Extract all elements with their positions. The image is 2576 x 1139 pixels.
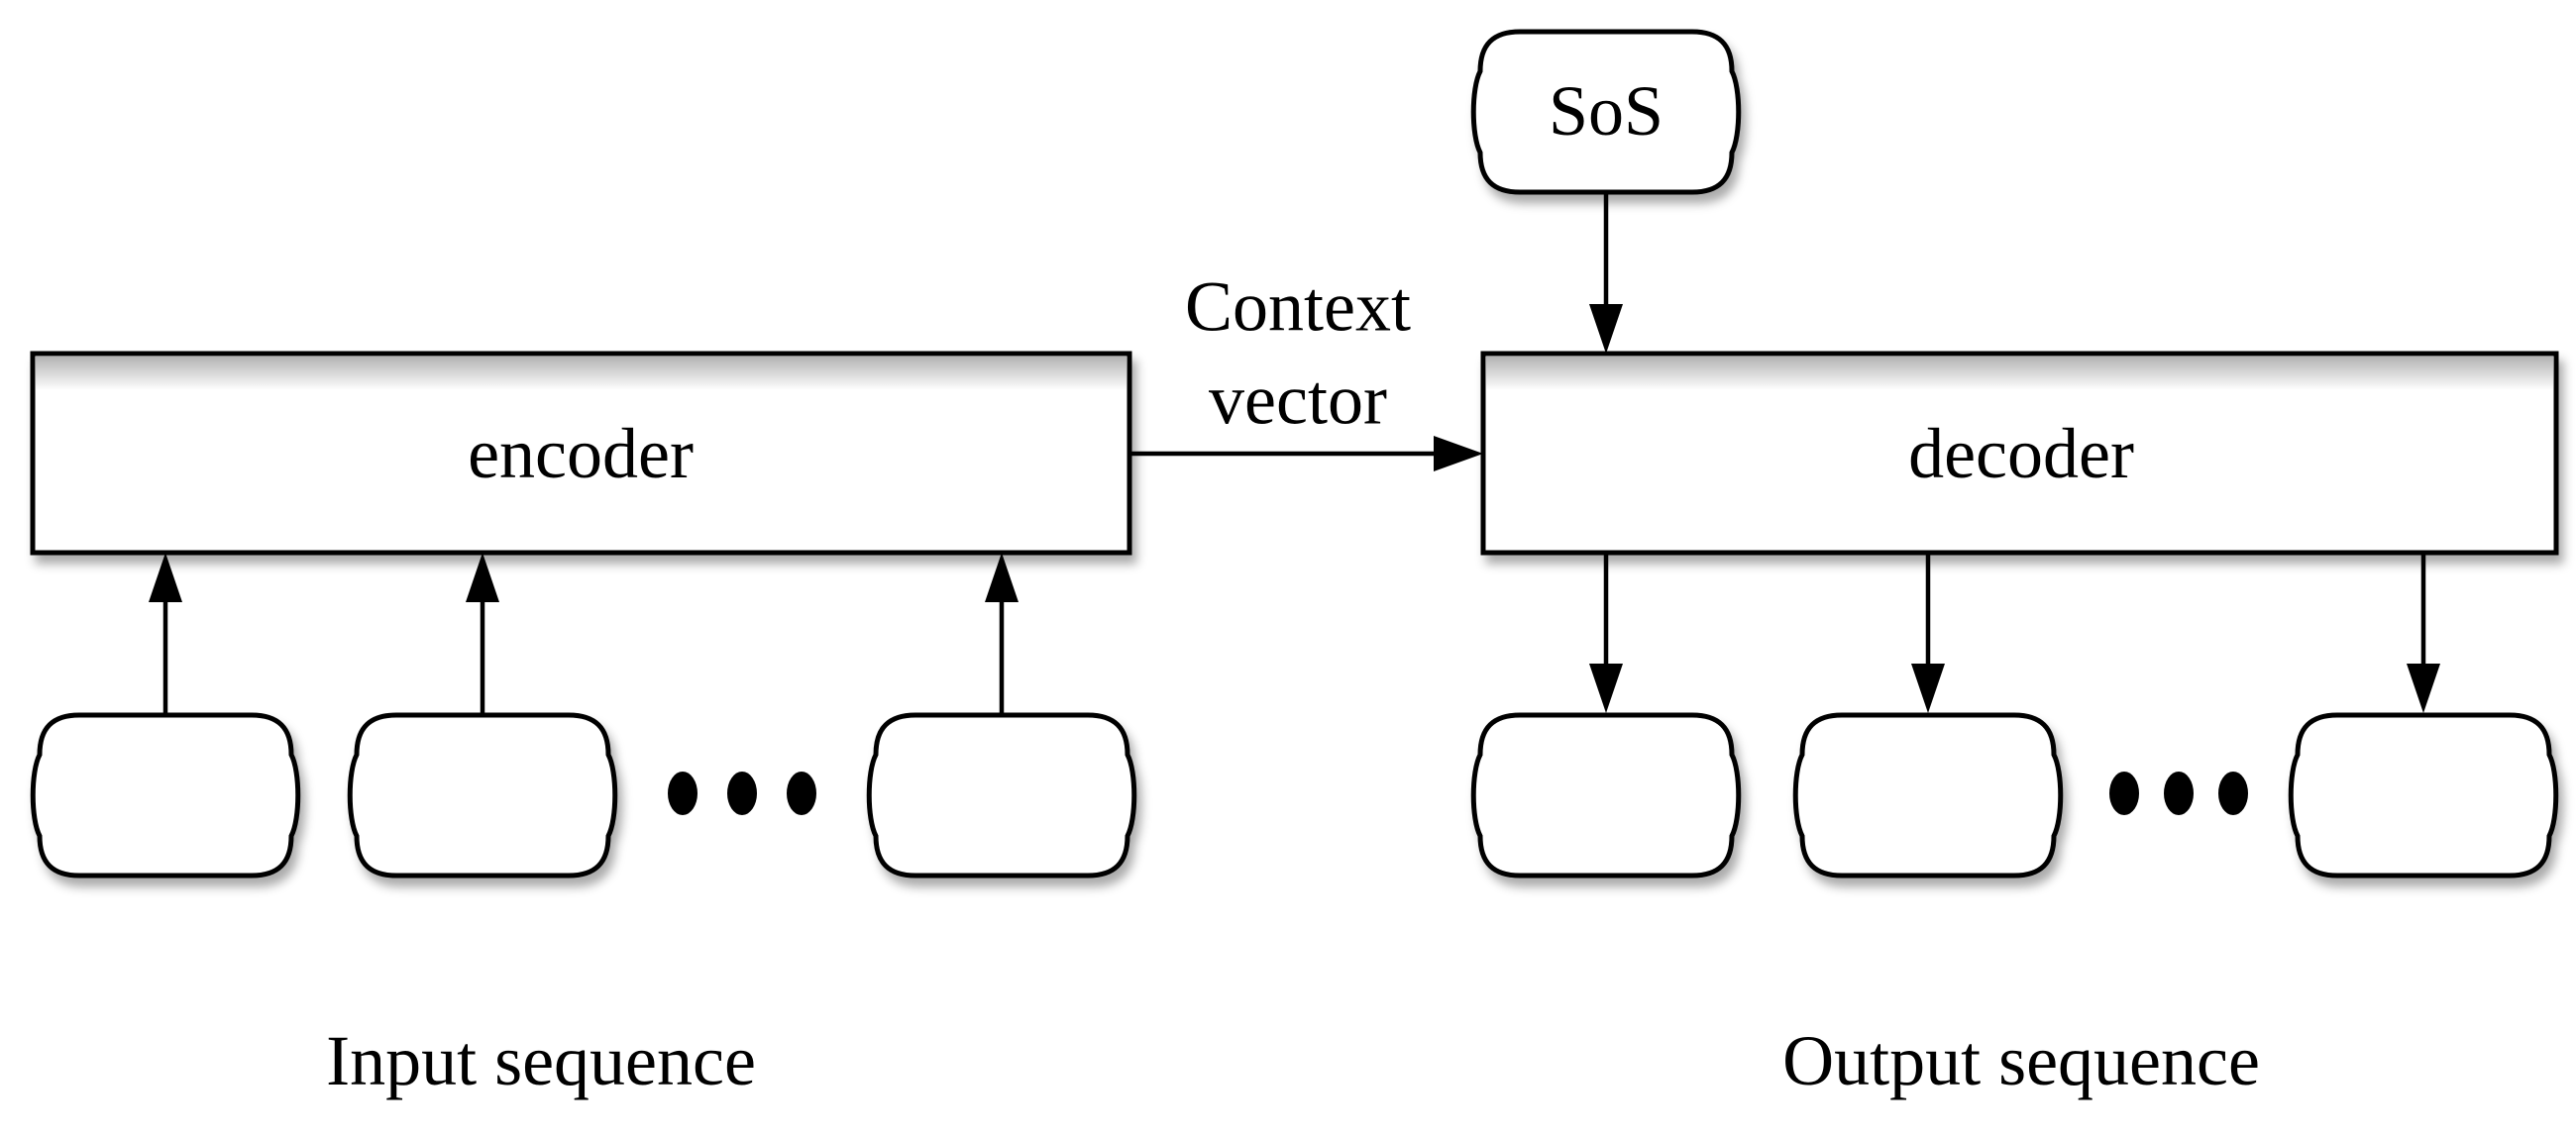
output-arrow-3 <box>2407 553 2440 713</box>
input-arrow-3 <box>985 553 1019 715</box>
input-arrow-1 <box>149 553 182 715</box>
input-token-box-1 <box>33 715 298 876</box>
decoder-label: decoder <box>1908 414 2134 494</box>
output-arrow-1 <box>1589 553 1623 713</box>
output-ellipsis-dots <box>2109 772 2248 815</box>
decoder-box-inner-shading <box>1486 357 2553 390</box>
sos-arrow <box>1589 191 1623 354</box>
input-ellipsis-dots <box>668 772 816 815</box>
sos-label: SoS <box>1548 71 1664 152</box>
context-arrow <box>1129 436 1483 471</box>
input-sequence-caption: Input sequence <box>326 1021 756 1101</box>
context-vector-label-line1: Context <box>1185 266 1411 347</box>
output-token-box-3 <box>2291 715 2556 876</box>
input-token-box-2 <box>350 715 615 876</box>
input-token-box-3 <box>869 715 1134 876</box>
output-arrow-2 <box>1911 553 1945 713</box>
encoder-box-inner-shading <box>36 357 1127 390</box>
context-vector-label-line2: vector <box>1209 360 1387 439</box>
output-sequence-caption: Output sequence <box>1782 1021 2260 1101</box>
output-token-box-2 <box>1795 715 2061 876</box>
output-token-box-1 <box>1473 715 1739 876</box>
encoder-label: encoder <box>468 414 694 494</box>
context-vector-label: Context vector <box>1185 260 1411 446</box>
input-arrow-2 <box>466 553 499 715</box>
